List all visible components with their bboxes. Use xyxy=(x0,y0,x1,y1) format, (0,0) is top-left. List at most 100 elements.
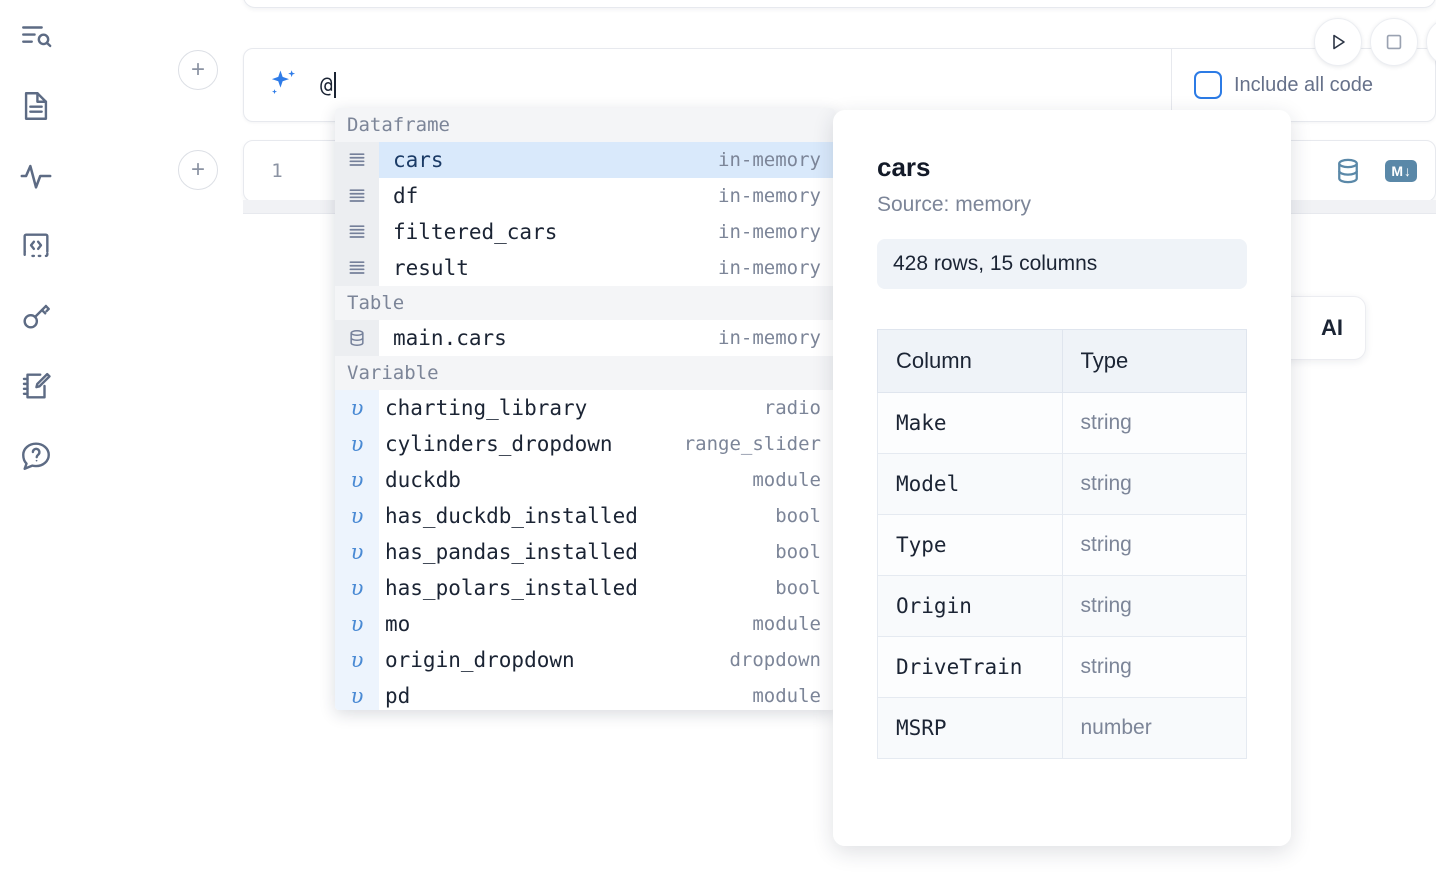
autocomplete-group-header: Variable xyxy=(335,356,835,390)
run-button[interactable] xyxy=(1314,18,1362,66)
autocomplete-item-meta: dropdown xyxy=(729,649,821,671)
autocomplete-item-meta: radio xyxy=(763,397,821,419)
column-type-cell: string xyxy=(1061,514,1247,576)
autocomplete-item-meta: module xyxy=(752,685,821,707)
file-explorer-icon[interactable] xyxy=(14,84,58,128)
autocomplete-item[interactable]: filtered_cars in-memory xyxy=(335,214,835,250)
autocomplete-item-meta: in-memory xyxy=(718,185,821,207)
ai-cell-options: Include all code xyxy=(1171,49,1435,121)
secrets-key-icon[interactable] xyxy=(14,294,58,338)
autocomplete-item-meta: module xyxy=(752,469,821,491)
autocomplete-item-name: cars xyxy=(393,148,444,172)
autocomplete-item-meta: in-memory xyxy=(718,257,821,279)
previous-cell-sliver xyxy=(243,0,1436,8)
autocomplete-item-meta: in-memory xyxy=(718,149,821,171)
autocomplete-item-name: filtered_cars xyxy=(393,220,558,244)
variable-icon: υ xyxy=(335,462,379,498)
variable-icon: υ xyxy=(335,534,379,570)
table-header-cell: Type xyxy=(1061,329,1247,393)
column-name-cell: Origin xyxy=(877,575,1063,637)
autocomplete-item[interactable]: result in-memory xyxy=(335,250,835,286)
database-icon[interactable] xyxy=(1333,156,1363,186)
activity-icon[interactable] xyxy=(14,154,58,198)
dataframe-icon xyxy=(335,250,379,286)
include-all-code-label: Include all code xyxy=(1234,73,1373,96)
detail-source: Source: memory xyxy=(877,193,1032,216)
column-name-cell: DriveTrain xyxy=(877,636,1063,698)
table-icon xyxy=(335,320,379,356)
autocomplete-item-name: duckdb xyxy=(385,468,461,492)
scratchpad-icon[interactable] xyxy=(14,364,58,408)
variable-icon: υ xyxy=(335,498,379,534)
detail-title: cars xyxy=(877,152,931,182)
autocomplete-item-name: charting_library xyxy=(385,396,588,420)
ai-prompt-input[interactable]: @ xyxy=(320,72,336,98)
column-type-cell: string xyxy=(1061,575,1247,637)
detail-fade-overlay xyxy=(833,774,1291,846)
variable-icon: υ xyxy=(335,570,379,606)
autocomplete-item[interactable]: main.cars in-memory xyxy=(335,320,835,356)
autocomplete-item[interactable]: cars in-memory xyxy=(335,142,835,178)
autocomplete-item-name: cylinders_dropdown xyxy=(385,432,613,456)
text-caret xyxy=(333,72,336,98)
column-name-cell: Type xyxy=(877,514,1063,576)
autocomplete-item-meta: bool xyxy=(775,577,821,599)
autocomplete-item-meta: module xyxy=(752,613,821,635)
plus-icon: + xyxy=(190,56,205,83)
autocomplete-item-name: has_polars_installed xyxy=(385,576,638,600)
autocomplete-item-meta: range_slider xyxy=(683,433,821,455)
column-type-cell: string xyxy=(1061,453,1247,515)
autocomplete-item-name: origin_dropdown xyxy=(385,648,575,672)
autocomplete-item-meta: in-memory xyxy=(718,327,821,349)
add-cell-above-button[interactable]: + xyxy=(178,50,218,90)
column-type-cell: string xyxy=(1061,392,1247,454)
autocomplete-detail-panel: cars Source: memory 428 rows, 15 columns… xyxy=(833,110,1291,846)
dataframe-icon xyxy=(335,178,379,214)
include-all-code-toggle[interactable]: Include all code xyxy=(1194,71,1373,99)
variable-icon: υ xyxy=(335,678,379,710)
table-header-cell: Column xyxy=(877,329,1063,393)
autocomplete-item-name: pd xyxy=(385,684,411,708)
variable-icon: υ xyxy=(335,642,379,678)
markdown-icon[interactable]: M↓ xyxy=(1385,160,1417,182)
autocomplete-item-name: main.cars xyxy=(393,326,507,350)
snippets-icon[interactable] xyxy=(14,224,58,268)
markdown-letter: M xyxy=(1391,163,1403,179)
column-type-cell: string xyxy=(1061,636,1247,698)
ai-input-zone[interactable]: @ xyxy=(244,49,1171,121)
stop-button[interactable] xyxy=(1370,18,1418,66)
ai-prompt-value: @ xyxy=(320,73,333,97)
column-name-cell: MSRP xyxy=(877,697,1063,759)
markdown-arrow: ↓ xyxy=(1404,163,1411,179)
add-cell-below-button[interactable]: + xyxy=(178,150,218,190)
autocomplete-item-name: has_pandas_installed xyxy=(385,540,638,564)
autocomplete-item-name: result xyxy=(393,256,469,280)
include-all-code-checkbox[interactable] xyxy=(1194,71,1222,99)
outline-search-icon[interactable] xyxy=(14,14,58,58)
dataframe-icon xyxy=(335,214,379,250)
column-name-cell: Model xyxy=(877,453,1063,515)
line-number: 1 xyxy=(271,160,283,182)
autocomplete-item-meta: in-memory xyxy=(718,221,821,243)
detail-shape-badge: 428 rows, 15 columns xyxy=(877,239,1247,289)
help-chat-icon[interactable] xyxy=(14,434,58,478)
plus-icon: + xyxy=(190,156,205,183)
variable-icon: υ xyxy=(335,426,379,462)
column-type-cell: number xyxy=(1061,697,1247,759)
